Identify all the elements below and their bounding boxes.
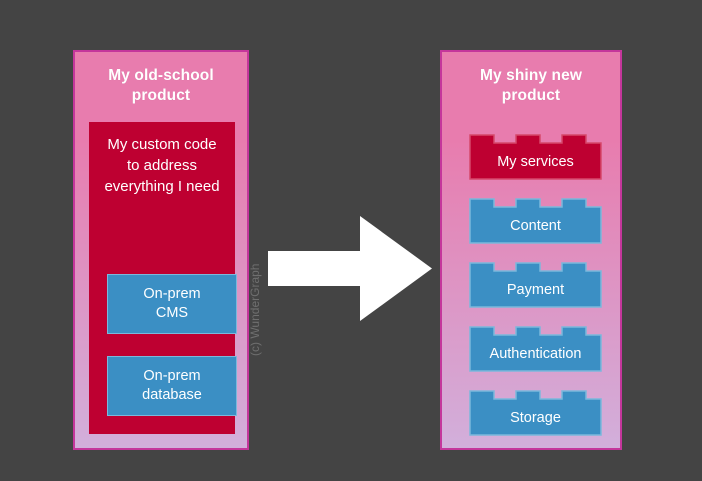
lego-brick-content: Content <box>466 191 605 247</box>
old-school-product-title-line2: product <box>131 87 191 104</box>
old-school-product-panel: My old-school product My custom code to … <box>73 50 249 450</box>
lego-brick-authentication: Authentication <box>466 319 605 375</box>
component-on-prem-database-line1: On-prem <box>143 368 201 384</box>
component-on-prem-cms-label: On-prem CMS <box>143 285 200 323</box>
lego-brick-payment: Payment <box>466 255 605 311</box>
component-on-prem-cms-line1: On-prem <box>143 286 201 302</box>
shiny-new-product-title-line2: product <box>501 87 561 104</box>
shiny-new-product-panel: My shiny new product My services Content… <box>440 50 622 450</box>
component-on-prem-cms-line2: CMS <box>155 305 189 321</box>
shiny-new-product-title-line1: My shiny new <box>480 67 582 84</box>
lego-brick-storage: Storage <box>466 383 605 439</box>
old-school-product-title: My old-school product <box>75 66 247 106</box>
monolith-custom-code-block: My custom code to address everything I n… <box>89 122 237 434</box>
watermark-credit: (c) WunderGraph <box>248 263 262 356</box>
component-on-prem-database: On-prem database <box>107 356 237 416</box>
monolith-label-line2: to address <box>126 157 198 174</box>
monolith-label-line1: My custom code <box>107 136 217 153</box>
component-on-prem-database-line2: database <box>142 387 202 403</box>
component-on-prem-database-label: On-prem database <box>142 367 202 405</box>
lego-brick-my-services: My services <box>466 127 605 183</box>
old-school-product-title-line1: My old-school <box>108 67 214 84</box>
monolith-label: My custom code to address everything I n… <box>91 134 233 197</box>
monolith-label-line3: everything I need <box>104 178 220 195</box>
component-on-prem-cms: On-prem CMS <box>107 274 237 334</box>
right-arrow-icon <box>268 216 432 321</box>
shiny-new-product-title: My shiny new product <box>442 66 620 106</box>
